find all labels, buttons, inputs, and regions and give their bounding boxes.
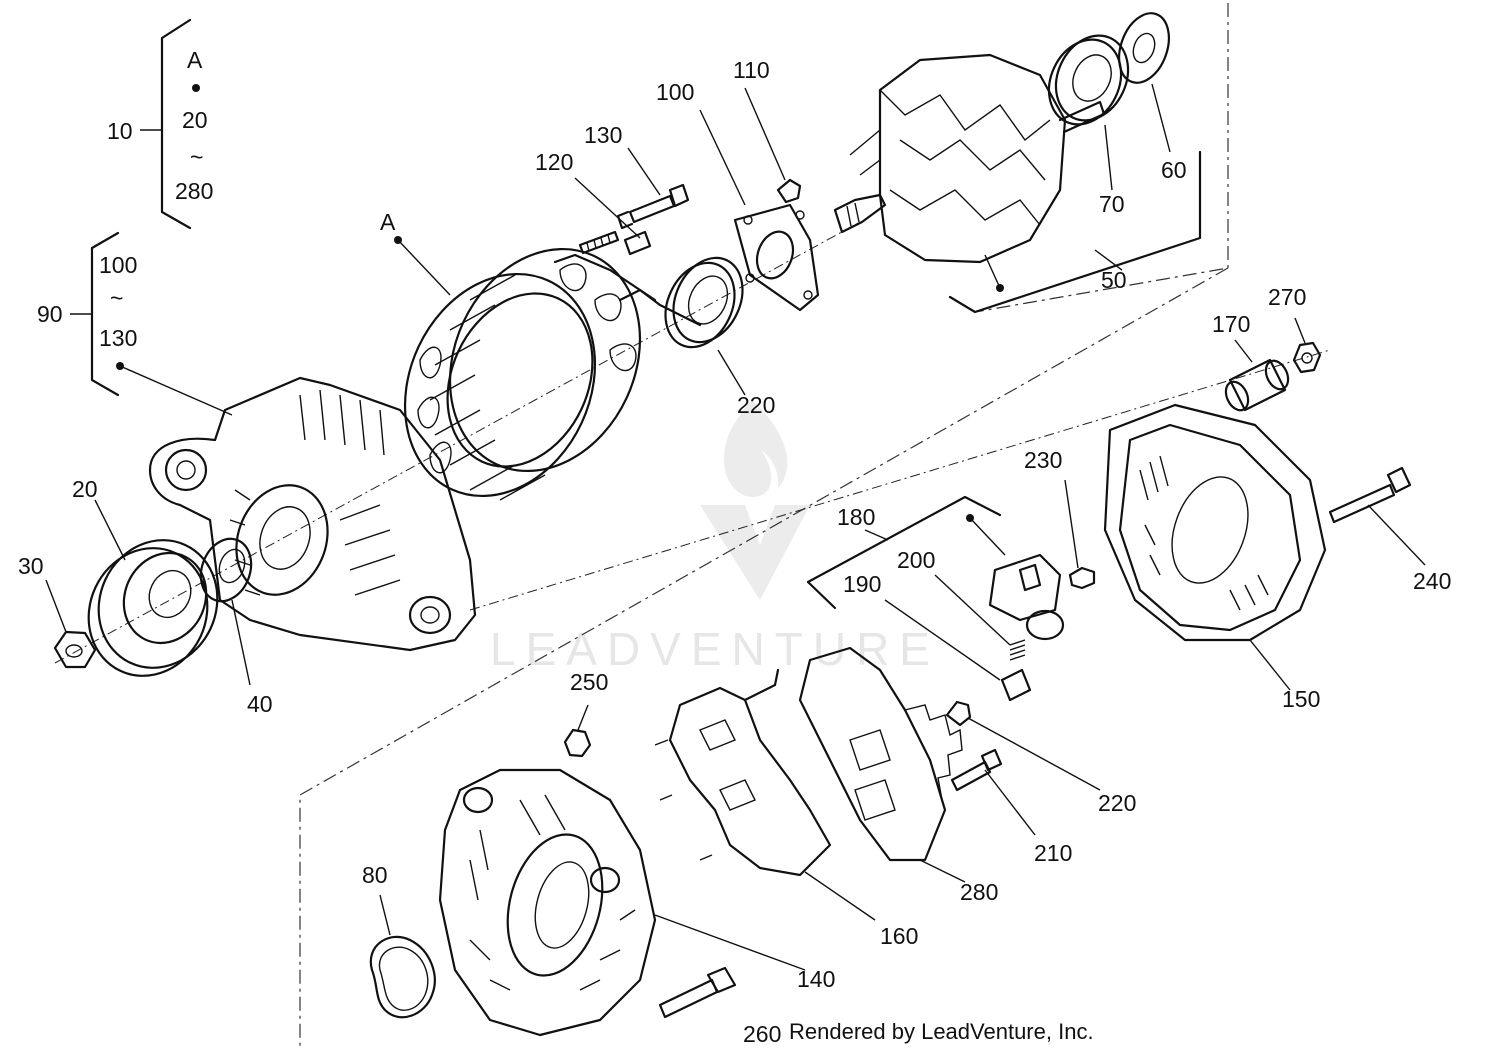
callout-130: 130	[584, 122, 622, 148]
part-bolt-130	[616, 147, 690, 230]
callout-80: 80	[362, 862, 388, 888]
part-spacer-40	[199, 537, 253, 686]
group-90-bracket: 90 100 ~ 130	[37, 231, 233, 416]
callout-280: 280	[960, 879, 998, 905]
callout-210: 210	[1034, 840, 1072, 866]
watermark-text: LEADVENTURE	[490, 623, 940, 675]
part-nut-30	[45, 579, 97, 669]
group-10-tilde: ~	[190, 144, 203, 170]
callout-250: 250	[570, 669, 608, 695]
flame-logo-icon	[700, 400, 810, 600]
part-nut-270	[1292, 317, 1322, 374]
callout-270: 270	[1268, 284, 1306, 310]
callout-180: 180	[837, 504, 875, 530]
part-pulley-20	[87, 499, 219, 677]
group-90-from: 100	[99, 252, 137, 278]
part-end-frame-140	[438, 768, 806, 1037]
callout-labels: A 20 30 40 50 60 70 80 100 110 120 130 1…	[18, 57, 1451, 1047]
callout-30: 30	[18, 553, 44, 579]
part-gasket-80	[369, 894, 436, 1019]
part-rectifier-280	[798, 646, 966, 883]
part-drive-end-frame	[148, 376, 477, 652]
part-screw-210	[950, 748, 1036, 836]
part-screw-220-lower	[945, 700, 1101, 791]
part-retainer-plate-100	[699, 109, 820, 312]
callout-20: 20	[72, 476, 98, 502]
part-washer-60	[1118, 12, 1171, 153]
group-180-bracket	[806, 495, 1006, 610]
part-bearing-70	[1047, 34, 1130, 191]
callout-230: 230	[1024, 447, 1062, 473]
leadventure-watermark: LEADVENTURE	[490, 400, 940, 675]
group-10-bracket: 10 A 20 ~ 280	[107, 18, 213, 230]
part-nut-250	[563, 704, 592, 758]
callout-240: 240	[1413, 568, 1451, 594]
part-screw-110	[744, 87, 802, 204]
part-sleeve-170	[1224, 339, 1290, 412]
group-90-tilde: ~	[110, 285, 123, 311]
part-rotor	[833, 53, 1106, 264]
assembly-boundaries	[54, 3, 1331, 1048]
callout-60: 60	[1161, 157, 1187, 183]
part-rear-cover-150	[1103, 403, 1327, 691]
callout-170: 170	[1212, 311, 1250, 337]
credit-text: Rendered by LeadVenture, Inc.	[789, 1019, 1094, 1044]
part-brush-190	[884, 599, 1032, 702]
callout-50: 50	[1101, 267, 1127, 293]
part-bolt-260	[658, 966, 737, 1019]
callout-140: 140	[797, 966, 835, 992]
callout-150: 150	[1282, 686, 1320, 712]
callout-70: 70	[1099, 191, 1125, 217]
group-10-from: 20	[182, 107, 208, 133]
group-90-label: 90	[37, 301, 63, 327]
part-screw-230	[1064, 479, 1096, 590]
group-10-to: 280	[175, 178, 213, 204]
group-10-label: 10	[107, 118, 133, 144]
part-spring-200	[934, 574, 1026, 661]
group-10-ref: A	[187, 47, 203, 73]
callout-260: 260	[743, 1021, 781, 1047]
part-brush-holder-160	[654, 668, 876, 921]
callout-160: 160	[880, 923, 918, 949]
callout-220-upper: 220	[737, 392, 775, 418]
part-bearing-220-upper	[664, 256, 746, 396]
callout-120: 120	[535, 149, 573, 175]
callout-220-lower: 220	[1098, 790, 1136, 816]
callout-110: 110	[733, 57, 770, 83]
callout-100: 100	[656, 79, 694, 105]
group-90-to: 130	[99, 325, 137, 351]
part-regulator	[988, 553, 1065, 641]
part-stud-120	[574, 177, 652, 256]
group-50-bracket	[948, 150, 1202, 314]
callout-A: A	[380, 209, 396, 235]
callout-40: 40	[247, 691, 273, 717]
part-bolt-240	[1328, 466, 1426, 566]
callout-200: 200	[897, 547, 935, 573]
part-stator	[394, 236, 702, 501]
callout-190: 190	[843, 571, 881, 597]
